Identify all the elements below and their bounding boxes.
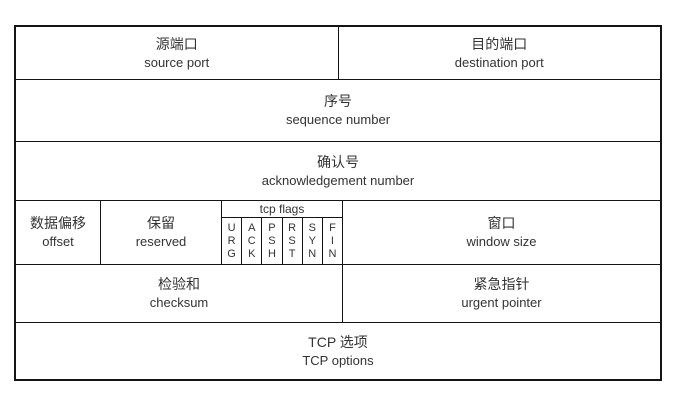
urgent-pointer-label-en: urgent pointer [461, 295, 542, 310]
flag-letter: S [288, 234, 296, 247]
flag-rst: R S T [281, 218, 302, 264]
tcp-flags-label: tcp flags [222, 201, 342, 218]
acknowledgement-number-label-en: acknowledgement number [261, 172, 415, 188]
data-offset-label-zh: 数据偏移 [30, 215, 86, 231]
flag-psh: P S H [261, 218, 281, 264]
row-acknowledgement-number: 确认号 acknowledgement number [16, 142, 660, 201]
destination-port-label-zh: 目的端口 [471, 35, 528, 52]
flag-letter: H [267, 247, 276, 260]
flag-letter: Y [308, 234, 316, 247]
flag-letter: F [329, 221, 336, 234]
flag-syn: S Y N [301, 218, 322, 264]
flag-letter: R [227, 234, 236, 247]
flag-letter: K [248, 247, 256, 260]
flag-letter: T [288, 247, 296, 260]
flag-letter: I [330, 234, 334, 247]
flag-letter: R [288, 221, 297, 234]
window-size-label-en: window size [466, 234, 537, 249]
flag-letter: C [247, 234, 256, 247]
tcp-flags-cell: tcp flags U R G A C K P S H [221, 201, 342, 264]
flag-letter: P [268, 221, 276, 234]
row-offset-reserved-flags-window: 数据偏移 offset 保留 reserved tcp flags U R G … [16, 201, 660, 265]
flag-letter: S [308, 221, 316, 234]
data-offset-label-en: offset [42, 234, 74, 249]
sequence-number-label-en: sequence number [285, 112, 391, 127]
source-port-label-en: source port [144, 54, 210, 70]
flag-letter: G [227, 247, 236, 260]
reserved-label-en: reserved [135, 234, 187, 249]
flag-letter: U [227, 221, 236, 234]
row-tcp-options: TCP 选项 TCP options [16, 323, 660, 379]
tcp-options-cell: TCP 选项 TCP options [16, 323, 660, 379]
tcp-header-table: 源端口 source port 目的端口 destination port 序号… [14, 25, 662, 381]
checksum-label-zh: 检验和 [158, 276, 200, 292]
tcp-flags-columns: U R G A C K P S H R [222, 218, 342, 264]
row-ports: 源端口 source port 目的端口 destination port [16, 27, 660, 80]
flag-letter: N [308, 247, 317, 260]
destination-port-cell: 目的端口 destination port [337, 27, 661, 79]
acknowledgement-number-cell: 确认号 acknowledgement number [16, 142, 660, 200]
data-offset-cell: 数据偏移 offset [16, 201, 100, 264]
window-size-cell: 窗口 window size [342, 201, 660, 264]
source-port-cell: 源端口 source port [16, 27, 338, 79]
acknowledgement-number-label-zh: 确认号 [317, 153, 359, 170]
flag-letter: A [248, 221, 256, 234]
row-sequence-number: 序号 sequence number [16, 80, 660, 142]
urgent-pointer-label-zh: 紧急指针 [473, 276, 530, 292]
source-port-label-zh: 源端口 [155, 35, 198, 52]
flag-letter: N [328, 247, 337, 260]
flag-fin: F I N [321, 218, 342, 264]
urgent-pointer-cell: 紧急指针 urgent pointer [342, 265, 660, 322]
row-checksum-urgent: 检验和 checksum 紧急指针 urgent pointer [16, 265, 660, 323]
checksum-label-en: checksum [149, 295, 209, 310]
tcp-options-label-zh: TCP 选项 [308, 333, 368, 350]
destination-port-label-en: destination port [454, 54, 544, 70]
window-size-label-zh: 窗口 [487, 215, 516, 231]
tcp-options-label-en: TCP options [302, 352, 374, 368]
checksum-cell: 检验和 checksum [16, 265, 342, 322]
reserved-cell: 保留 reserved [100, 201, 221, 264]
sequence-number-label-zh: 序号 [324, 93, 352, 109]
flag-urg: U R G [222, 218, 241, 264]
sequence-number-cell: 序号 sequence number [16, 80, 660, 141]
flag-letter: S [268, 234, 276, 247]
flag-ack: A C K [241, 218, 261, 264]
reserved-label-zh: 保留 [147, 215, 175, 231]
